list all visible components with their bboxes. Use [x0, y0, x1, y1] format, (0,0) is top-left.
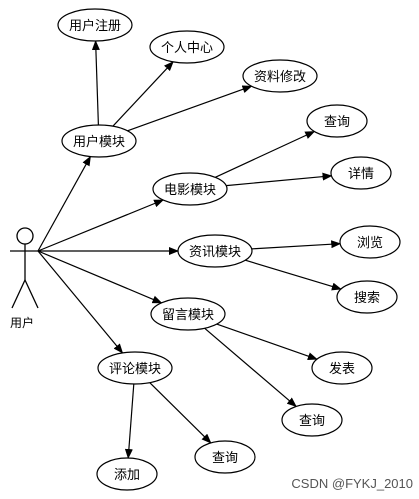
node-label: 用户注册	[69, 18, 121, 34]
node-edit-info: 资料修改	[242, 59, 318, 93]
edge-movie-module-to-movie-detail	[226, 172, 333, 187]
node-label: 评论模块	[109, 362, 161, 377]
node-label: 个人中心	[161, 41, 213, 56]
edge-comment-module-to-comment-query	[149, 382, 212, 444]
node-news-search: 搜索	[336, 280, 398, 314]
node-movie-module: 电影模块	[152, 172, 228, 206]
watermark: CSDN @FYKJ_2010	[291, 476, 413, 491]
node-label: 资料修改	[254, 70, 306, 85]
edge-movie-module-to-movie-query	[215, 130, 316, 178]
node-label: 发表	[329, 361, 355, 377]
node-movie-detail: 详情	[330, 156, 392, 190]
node-label: 浏览	[357, 235, 383, 251]
edges-layer	[37, 40, 342, 459]
node-profile: 个人中心	[149, 30, 225, 64]
edge-news-module-to-news-search	[245, 259, 342, 291]
node-user-module: 用户模块	[61, 124, 137, 158]
node-label: 详情	[348, 167, 374, 182]
node-label: 查询	[324, 115, 350, 130]
edge-user-module-to-edit-info	[127, 85, 253, 132]
node-label: 查询	[212, 451, 238, 466]
node-label: 添加	[114, 468, 140, 483]
node-comment-module: 评论模块	[97, 351, 173, 385]
edge-actor-to-user-module	[37, 155, 91, 252]
node-message-post: 发表	[311, 351, 373, 385]
edge-actor-to-comment-module	[37, 250, 124, 354]
node-comment-query: 查询	[194, 440, 256, 474]
edge-actor-to-message-module	[37, 250, 163, 304]
edge-message-module-to-message-post	[216, 323, 318, 360]
node-news-browse: 浏览	[339, 225, 401, 259]
node-message-query: 查询	[281, 403, 343, 437]
edge-user-module-to-register	[91, 40, 100, 126]
edge-comment-module-to-comment-add	[124, 383, 135, 459]
actor-label: 用户	[10, 315, 34, 330]
edge-actor-to-movie-module	[37, 199, 165, 252]
stick-figure-icon	[10, 227, 40, 309]
node-comment-add: 添加	[96, 457, 158, 491]
node-label: 搜索	[354, 291, 380, 306]
node-label: 电影模块	[164, 183, 216, 198]
node-label: 用户模块	[73, 134, 125, 150]
node-label: 留言模块	[162, 308, 214, 323]
node-message-module: 留言模块	[150, 297, 226, 331]
edge-news-module-to-news-browse	[251, 240, 342, 250]
node-label: 查询	[299, 414, 325, 429]
node-register: 用户注册	[57, 8, 133, 42]
node-news-module: 资讯模块	[177, 234, 253, 268]
edge-user-module-to-profile	[112, 61, 174, 127]
actor: 用户	[10, 227, 40, 330]
node-movie-query: 查询	[306, 104, 368, 138]
edge-message-module-to-message-query	[204, 327, 297, 408]
node-label: 资讯模块	[189, 245, 241, 260]
